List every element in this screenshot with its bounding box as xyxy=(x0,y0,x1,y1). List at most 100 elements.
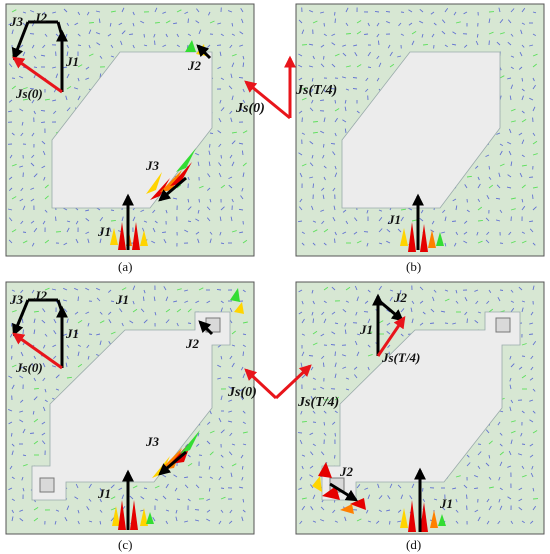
field-vector xyxy=(44,239,50,244)
field-vector xyxy=(385,10,391,13)
field-vector xyxy=(220,465,224,469)
field-vector xyxy=(77,363,83,368)
field-vector xyxy=(510,289,514,293)
field-vector xyxy=(22,329,24,335)
field-vector xyxy=(344,99,347,104)
field-vector xyxy=(386,509,391,512)
field-vector xyxy=(354,340,358,346)
field-vector xyxy=(510,439,513,445)
panel-a-hotspot-bottom xyxy=(110,222,148,250)
field-vector xyxy=(345,300,350,303)
field-vector xyxy=(184,484,189,489)
field-vector xyxy=(334,99,337,104)
field-vector xyxy=(331,33,336,37)
field-vector xyxy=(143,487,148,490)
field-vector xyxy=(19,399,24,403)
field-vector xyxy=(173,300,178,303)
field-vector xyxy=(11,443,15,447)
field-vector xyxy=(452,322,457,325)
field-vector xyxy=(196,8,200,13)
field-vector xyxy=(11,309,17,313)
field-vector xyxy=(11,509,14,514)
field-vector xyxy=(444,44,448,48)
field-vector xyxy=(367,318,371,324)
field-vector xyxy=(474,165,479,169)
field-vector xyxy=(143,220,148,223)
field-vector xyxy=(143,289,146,294)
field-vector xyxy=(44,388,47,393)
field-vector xyxy=(53,110,57,115)
field-vector xyxy=(162,11,167,14)
field-vector xyxy=(455,475,461,478)
field-vector xyxy=(374,10,380,13)
panel-b-j1-bottom-label: J1 xyxy=(387,212,401,227)
field-vector xyxy=(387,344,391,349)
field-vector xyxy=(300,410,303,415)
field-vector xyxy=(367,331,373,335)
field-vector xyxy=(44,209,48,213)
panel-c-j3-top-vector xyxy=(12,299,30,337)
field-vector xyxy=(320,99,325,102)
field-vector xyxy=(430,11,435,15)
field-vector xyxy=(206,509,211,513)
field-vector xyxy=(42,377,46,382)
field-vector xyxy=(31,363,35,368)
field-vector xyxy=(121,494,125,500)
field-vector xyxy=(220,355,223,360)
field-vector xyxy=(342,119,347,123)
field-vector xyxy=(521,198,524,203)
panel-a-j2-top-label: J2 xyxy=(33,10,48,25)
field-vector xyxy=(163,286,167,291)
field-vector xyxy=(33,110,36,115)
field-vector xyxy=(298,53,303,57)
field-vector xyxy=(397,228,402,233)
field-vector xyxy=(474,487,479,490)
field-vector xyxy=(389,289,394,292)
field-vector xyxy=(187,33,192,36)
field-vector xyxy=(521,164,527,167)
field-vector xyxy=(341,354,347,357)
field-vector xyxy=(228,410,233,413)
field-vector xyxy=(419,322,424,326)
field-vector xyxy=(298,152,303,156)
panel-a-caption: (a) xyxy=(118,259,132,274)
field-vector xyxy=(519,51,523,57)
field-vector xyxy=(33,507,39,511)
field-vector xyxy=(342,52,347,57)
field-vector xyxy=(30,432,35,434)
panel-a-j2-edge-vector xyxy=(196,44,212,60)
field-vector xyxy=(529,454,534,458)
field-vector xyxy=(33,310,39,313)
field-vector xyxy=(19,165,24,168)
field-vector xyxy=(421,33,424,38)
field-vector xyxy=(231,33,236,36)
field-vector xyxy=(109,22,112,27)
field-vector xyxy=(176,9,182,13)
center-top-jst4-label: Js(T/4) xyxy=(295,83,337,98)
field-vector xyxy=(520,29,523,35)
field-vector xyxy=(507,496,512,500)
field-vector xyxy=(365,88,369,93)
field-vector xyxy=(499,150,503,156)
panel-d-slot-topright xyxy=(495,317,511,333)
field-vector xyxy=(132,44,135,49)
field-vector xyxy=(334,432,336,437)
field-vector xyxy=(510,300,515,303)
field-vector xyxy=(521,22,526,25)
field-vector xyxy=(132,308,138,313)
field-vector xyxy=(42,11,46,16)
field-vector xyxy=(22,231,27,233)
field-vector xyxy=(231,463,237,467)
field-vector xyxy=(510,66,514,70)
field-vector xyxy=(63,207,68,211)
field-vector xyxy=(331,331,336,335)
field-vector xyxy=(301,420,307,423)
field-vector xyxy=(239,31,244,35)
field-vector xyxy=(19,410,24,413)
field-vector xyxy=(477,183,481,189)
field-vector xyxy=(187,463,193,467)
panel-d-j2-top-label: J2 xyxy=(393,290,408,305)
field-vector xyxy=(218,520,222,525)
field-vector xyxy=(208,161,211,167)
field-vector xyxy=(184,289,189,292)
